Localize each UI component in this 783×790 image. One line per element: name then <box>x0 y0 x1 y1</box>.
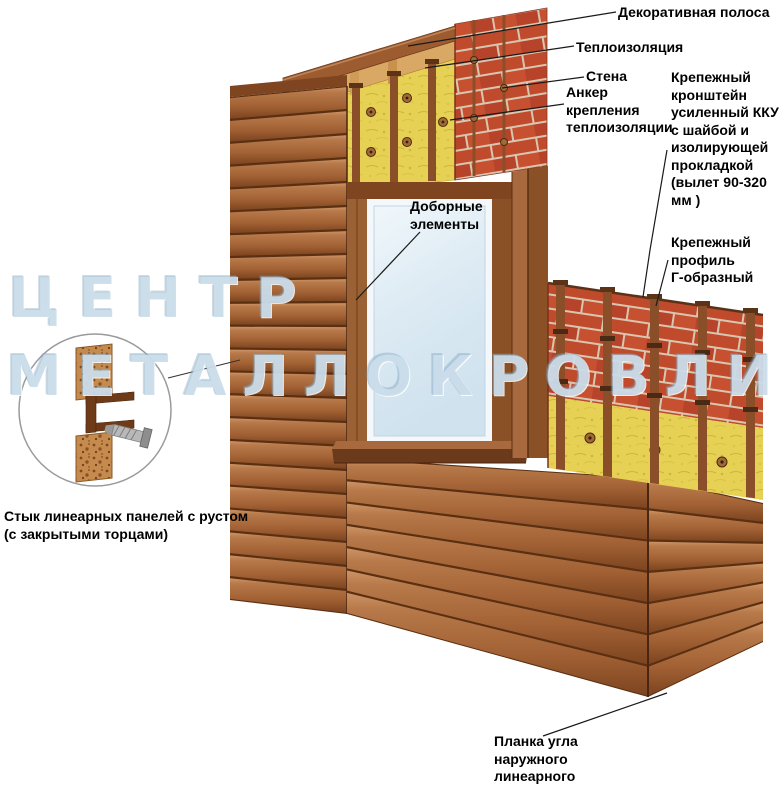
label-decorative-strip: Декоративная полоса <box>618 4 770 20</box>
siding-panel <box>230 418 347 445</box>
leader-insulation <box>424 45 575 69</box>
leader-anchor <box>449 103 565 121</box>
panel-section-top <box>75 343 113 401</box>
siding-panel <box>347 592 648 696</box>
siding-panel <box>648 583 763 634</box>
left-column-cap <box>230 75 347 97</box>
siding-panel <box>648 479 763 522</box>
siding-panel <box>347 503 648 571</box>
label-insulation: Теплоизоляция <box>576 39 684 55</box>
siding-panel <box>230 135 347 165</box>
window-frame-right <box>492 199 512 458</box>
window <box>332 182 528 464</box>
label-panel-joint: Стык линеарных панелей с рустом (с закры… <box>4 508 249 542</box>
window-glass <box>373 205 486 437</box>
siding-panel <box>230 463 347 493</box>
leader-l-profile <box>655 259 669 307</box>
left-siding-column <box>230 75 348 614</box>
window-header <box>347 182 512 199</box>
siding-panel <box>230 87 347 119</box>
label-anchor: Анкер крепления теплоизоляции <box>566 84 673 135</box>
corner-trim-strip <box>511 166 548 458</box>
siding-panel <box>648 541 763 571</box>
siding-panel <box>347 570 648 665</box>
right-siding-face <box>647 478 763 697</box>
screw-icon <box>104 423 153 449</box>
leader-decorative-strip <box>407 11 617 47</box>
siding-panel <box>230 279 347 302</box>
bottom-siding-front <box>347 458 648 697</box>
siding-panel <box>648 563 763 603</box>
siding-panel <box>230 555 347 589</box>
window-sill-front <box>332 449 528 463</box>
siding-panel <box>230 532 347 565</box>
siding-panel <box>230 509 347 541</box>
leader-outer-corner <box>542 692 668 737</box>
siding-panel <box>347 459 648 509</box>
right-wall-detail <box>547 280 764 500</box>
siding-panel <box>230 372 347 397</box>
siding-panel <box>230 303 347 325</box>
siding-panel <box>230 395 347 421</box>
pointer-lines <box>355 11 669 737</box>
leader-bracket-kku <box>642 149 668 298</box>
label-wall: Стена <box>586 68 627 84</box>
siding-panel <box>230 486 347 517</box>
siding-panel <box>230 207 347 234</box>
siding-panel <box>347 481 648 540</box>
siding-panel <box>230 159 347 188</box>
siding-panel <box>230 111 347 142</box>
siding-panel <box>648 603 763 665</box>
label-outer-corner: Планка угла наружного линеарного <box>494 733 578 784</box>
insulation-profiles <box>349 59 439 188</box>
siding-panel <box>230 255 347 279</box>
label-bracket-kku: Крепежный кронштейн усиленный ККУ с шайб… <box>671 69 779 208</box>
panel-section-bottom <box>75 431 113 483</box>
leader-wall <box>501 76 585 89</box>
siding-panel <box>230 326 347 349</box>
leader-extra-elements <box>355 231 421 301</box>
callout-leader-line <box>167 359 241 379</box>
top-wall-detail <box>282 7 548 193</box>
label-extra-elements: Доборные элементы <box>410 198 483 232</box>
siding-panel <box>347 525 648 603</box>
siding-panel <box>230 231 347 256</box>
siding-panel <box>230 349 347 373</box>
anchor-pins <box>369 96 445 154</box>
brick-wall-top <box>454 7 548 181</box>
siding-panel <box>230 183 347 211</box>
joint-detail-callout <box>18 333 241 487</box>
siding-panel <box>230 578 347 613</box>
window-sill-top <box>332 441 528 449</box>
siding-panel <box>230 441 347 469</box>
siding-panel <box>648 623 763 696</box>
l-profiles <box>553 280 758 499</box>
siding-panel <box>347 548 648 634</box>
siding-panel <box>648 510 763 542</box>
label-l-profile: Крепежный профиль Г-образный <box>671 234 754 285</box>
